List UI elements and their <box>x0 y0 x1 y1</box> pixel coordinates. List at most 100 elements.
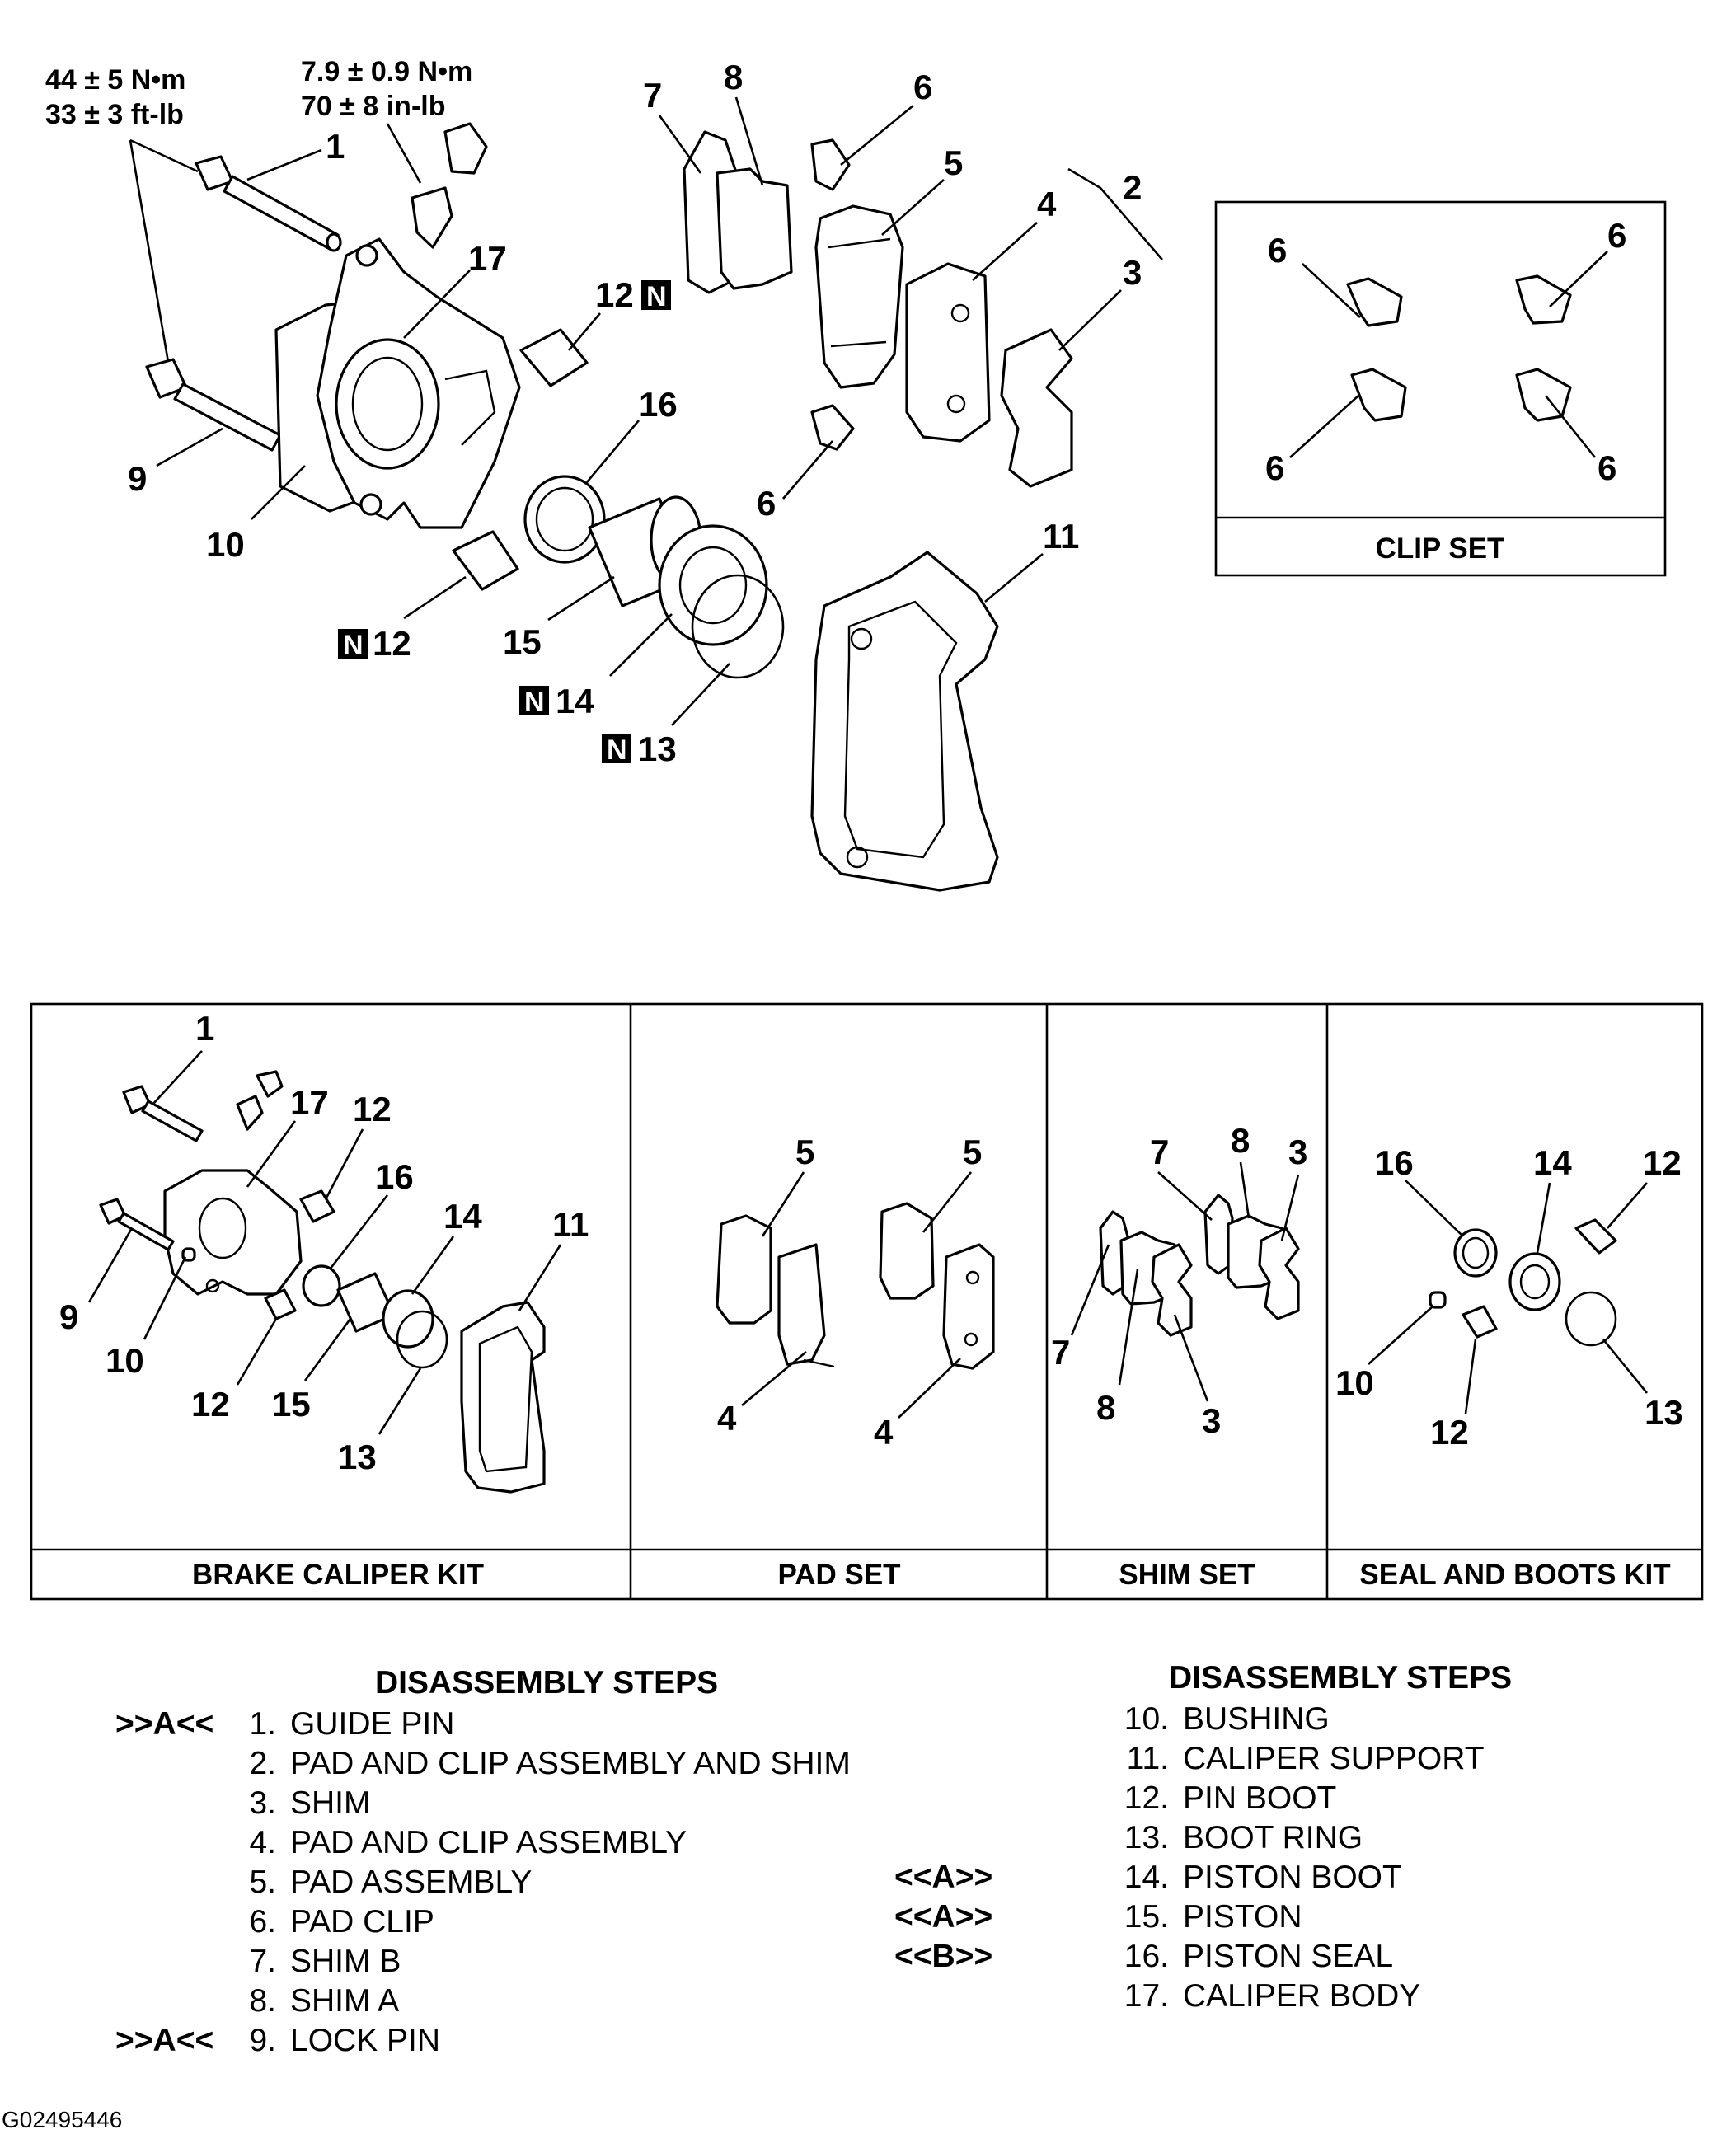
svg-text:N: N <box>343 630 364 661</box>
boot-ring-part <box>691 574 785 679</box>
torque-guide-pin-ftlb: 33 ± 3 ft-lb <box>45 99 184 130</box>
label-2: 2 <box>1123 168 1142 207</box>
kit-caption-seal-boots: SEAL AND BOOTS KIT <box>1359 1559 1670 1591</box>
svg-text:13: 13 <box>1645 1393 1683 1432</box>
step-row: 12. PIN BOOT <box>894 1779 1485 1818</box>
svg-text:4: 4 <box>717 1399 737 1438</box>
step-text: BOOT RING <box>1183 1820 1363 1855</box>
pad-clip-part <box>810 404 855 451</box>
step-text: PAD CLIP <box>290 1904 434 1940</box>
step-mark: <<A>> <box>894 1899 993 1935</box>
torque-guide-pin-nm: 44 ± 5 N•m <box>45 64 185 96</box>
step-text: PISTON SEAL <box>1183 1939 1394 1974</box>
step-text: SHIM <box>290 1785 371 1821</box>
svg-text:14: 14 <box>1533 1143 1572 1182</box>
step-mark <box>894 1739 1047 1779</box>
kits-panel: BRAKE CALIPER KIT PAD SET SHIM SET SEAL … <box>30 1002 1704 1601</box>
step-row: 6. PAD CLIP <box>115 1902 851 1942</box>
label-5: 5 <box>944 143 963 182</box>
seal-boots-kit-parts <box>1429 1218 1617 1347</box>
svg-text:7: 7 <box>1150 1133 1169 1171</box>
pin-boot-part <box>452 328 589 591</box>
step-number: 14. <box>1124 1860 1169 1895</box>
label-9: 9 <box>128 459 147 498</box>
step-mark: <<A>> <box>894 1860 993 1895</box>
svg-text:1: 1 <box>195 1009 214 1048</box>
step-number: 4. <box>249 1825 276 1860</box>
step-mark <box>115 1744 214 1784</box>
svg-text:5: 5 <box>795 1133 814 1171</box>
step-number: 9. <box>249 2023 276 2058</box>
disassembly-steps-left: DISASSEMBLY STEPS <box>120 1663 718 1705</box>
piston-boot-part <box>658 524 768 646</box>
steps-heading: DISASSEMBLY STEPS <box>375 1665 719 1700</box>
new-part-marker <box>641 280 671 310</box>
step-text: PISTON BOOT <box>1183 1860 1402 1895</box>
step-mark <box>115 1863 214 1902</box>
svg-text:17: 17 <box>290 1083 329 1122</box>
svg-text:N: N <box>524 687 545 718</box>
svg-text:3: 3 <box>1202 1401 1221 1440</box>
step-text: CALIPER BODY <box>1183 1978 1421 2014</box>
label-15: 15 <box>503 622 542 661</box>
svg-text:15: 15 <box>272 1385 311 1424</box>
label-14: 14 <box>556 682 594 720</box>
step-text: GUIDE PIN <box>290 1706 455 1742</box>
torque-leader <box>129 138 199 368</box>
step-mark <box>115 1823 214 1863</box>
svg-text:N: N <box>646 281 667 312</box>
label-17: 17 <box>468 239 507 278</box>
label-6: 6 <box>757 484 776 523</box>
svg-text:8: 8 <box>1096 1388 1115 1427</box>
step-text: PIN BOOT <box>1183 1780 1337 1816</box>
step-number: 2. <box>249 1746 276 1781</box>
label-13: 13 <box>638 729 677 768</box>
torque-leader <box>386 123 422 184</box>
svg-text:6: 6 <box>1265 448 1284 487</box>
new-part-marker <box>602 734 631 763</box>
step-number: 17. <box>1124 1978 1169 2014</box>
step-mark <box>115 1902 214 1942</box>
step-mark <box>894 1700 1047 1739</box>
svg-text:9: 9 <box>59 1297 78 1336</box>
svg-text:11: 11 <box>552 1205 589 1244</box>
torque-bleeder-inlb: 70 ± 8 in-lb <box>301 91 445 122</box>
kit-caption-brake-caliper: BRAKE CALIPER KIT <box>192 1559 484 1591</box>
bleeder-screw-part <box>411 122 488 249</box>
guide-pin-part <box>195 155 342 252</box>
svg-text:12: 12 <box>1430 1413 1469 1452</box>
svg-text:4: 4 <box>874 1413 894 1452</box>
step-row: 8.SHIM A <box>115 1982 851 2021</box>
label-12: 12 <box>595 275 634 314</box>
svg-text:10: 10 <box>1335 1363 1374 1402</box>
step-text: CALIPER SUPPORT <box>1183 1741 1485 1776</box>
step-row: 5.PAD ASSEMBLY <box>115 1863 851 1902</box>
step-number: 6. <box>249 1904 276 1940</box>
clip-set-box: CLIP SET 6 6 6 6 <box>1214 200 1667 577</box>
step-mark <box>894 1977 1047 2016</box>
label-4: 4 <box>1037 185 1057 223</box>
step-number: 12. <box>1124 1780 1169 1816</box>
new-part-marker <box>338 629 368 659</box>
step-mark <box>115 1784 214 1823</box>
step-number: 15. <box>1124 1899 1169 1935</box>
svg-text:16: 16 <box>1375 1143 1414 1182</box>
step-row: 2.PAD AND CLIP ASSEMBLY AND SHIM <box>115 1744 850 1784</box>
step-number: 7. <box>249 1944 276 1979</box>
step-number: 11. <box>1126 1741 1169 1776</box>
step-row: 3.SHIM <box>115 1784 851 1823</box>
steps-heading: DISASSEMBLY STEPS <box>1169 1660 1513 1696</box>
step-text: PISTON <box>1183 1899 1302 1935</box>
pad-set-parts <box>716 1202 995 1370</box>
step-row: 7.SHIM B <box>115 1942 851 1982</box>
step-mark: >>A<< <box>115 2023 214 2058</box>
torque-bleeder-nm: 7.9 ± 0.9 N•m <box>301 56 472 87</box>
svg-text:10: 10 <box>106 1341 144 1380</box>
svg-text:16: 16 <box>375 1157 414 1196</box>
shim-part <box>1000 328 1073 488</box>
svg-text:12: 12 <box>1643 1143 1682 1182</box>
step-text: BUSHING <box>1183 1701 1330 1737</box>
shim-set-parts <box>1099 1194 1300 1337</box>
